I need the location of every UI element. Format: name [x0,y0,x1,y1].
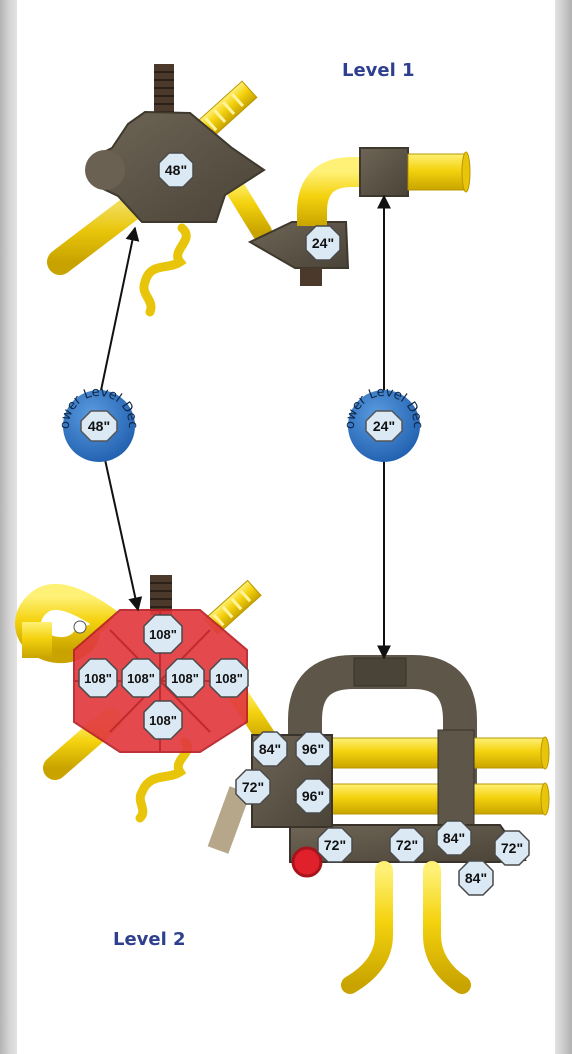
height-value: 108" [84,671,112,686]
height-value: 108" [127,671,155,686]
deck-height-tag: 72" [494,830,530,866]
height-value: 72" [501,840,523,856]
deck-height-tag: 72" [317,827,353,863]
height-value: 84" [259,741,281,757]
height-value: 108" [149,627,177,642]
roof-height-tag: 108" [165,658,205,698]
level1-tube [297,157,370,226]
level2-fan-slides [341,861,393,994]
height-value: 96" [302,741,324,757]
deck-height-tag: 72" [389,827,425,863]
lower-deck-height: 48" [88,418,110,434]
deck-height-tag: 84" [436,820,472,856]
deck-height-tag: 96" [295,778,331,814]
level1-slide [47,192,148,275]
connection-arrows [98,194,391,660]
lower-deck-height: 24" [373,418,395,434]
level1-title: Level 1 [342,60,415,81]
roof-height-tag: 108" [209,658,249,698]
level2-structure [15,575,550,994]
roof-height-tag: 108" [78,658,118,698]
level1-small-deck-tag: 24" [305,225,341,261]
level1-ladder [154,64,174,118]
height-value: 108" [149,713,177,728]
height-value: 84" [443,830,465,846]
height-value: 72" [396,837,418,853]
deck-height-tag: 84" [252,731,288,767]
height-value: 96" [302,788,324,804]
height-value: 48" [165,162,187,178]
level1-deck-tag: 48" [158,152,194,188]
height-tags: 48" 24" 108" 108" 108" 108" 108" 108" 84" 96" 72" 9… [78,152,530,896]
level2-title: Level 2 [113,929,186,950]
height-value: 108" [215,671,243,686]
deck-height-tag: 72" [235,769,271,805]
level1-structure [47,64,471,317]
roof-height-tag: 108" [143,700,183,740]
roof-height-tag: 108" [143,614,183,654]
roof-height-tag: 108" [121,658,161,698]
height-value: 72" [242,779,264,795]
deck-height-tag: 96" [295,731,331,767]
level1-yellow-climber [195,80,258,140]
height-value: 24" [312,235,334,251]
height-value: 72" [324,837,346,853]
deck-height-tag: 84" [458,860,494,896]
height-value: 108" [171,671,199,686]
level1-twist-climber [139,223,191,317]
arrow-level2-to-level1-left [98,226,140,401]
height-value: 84" [465,870,487,886]
